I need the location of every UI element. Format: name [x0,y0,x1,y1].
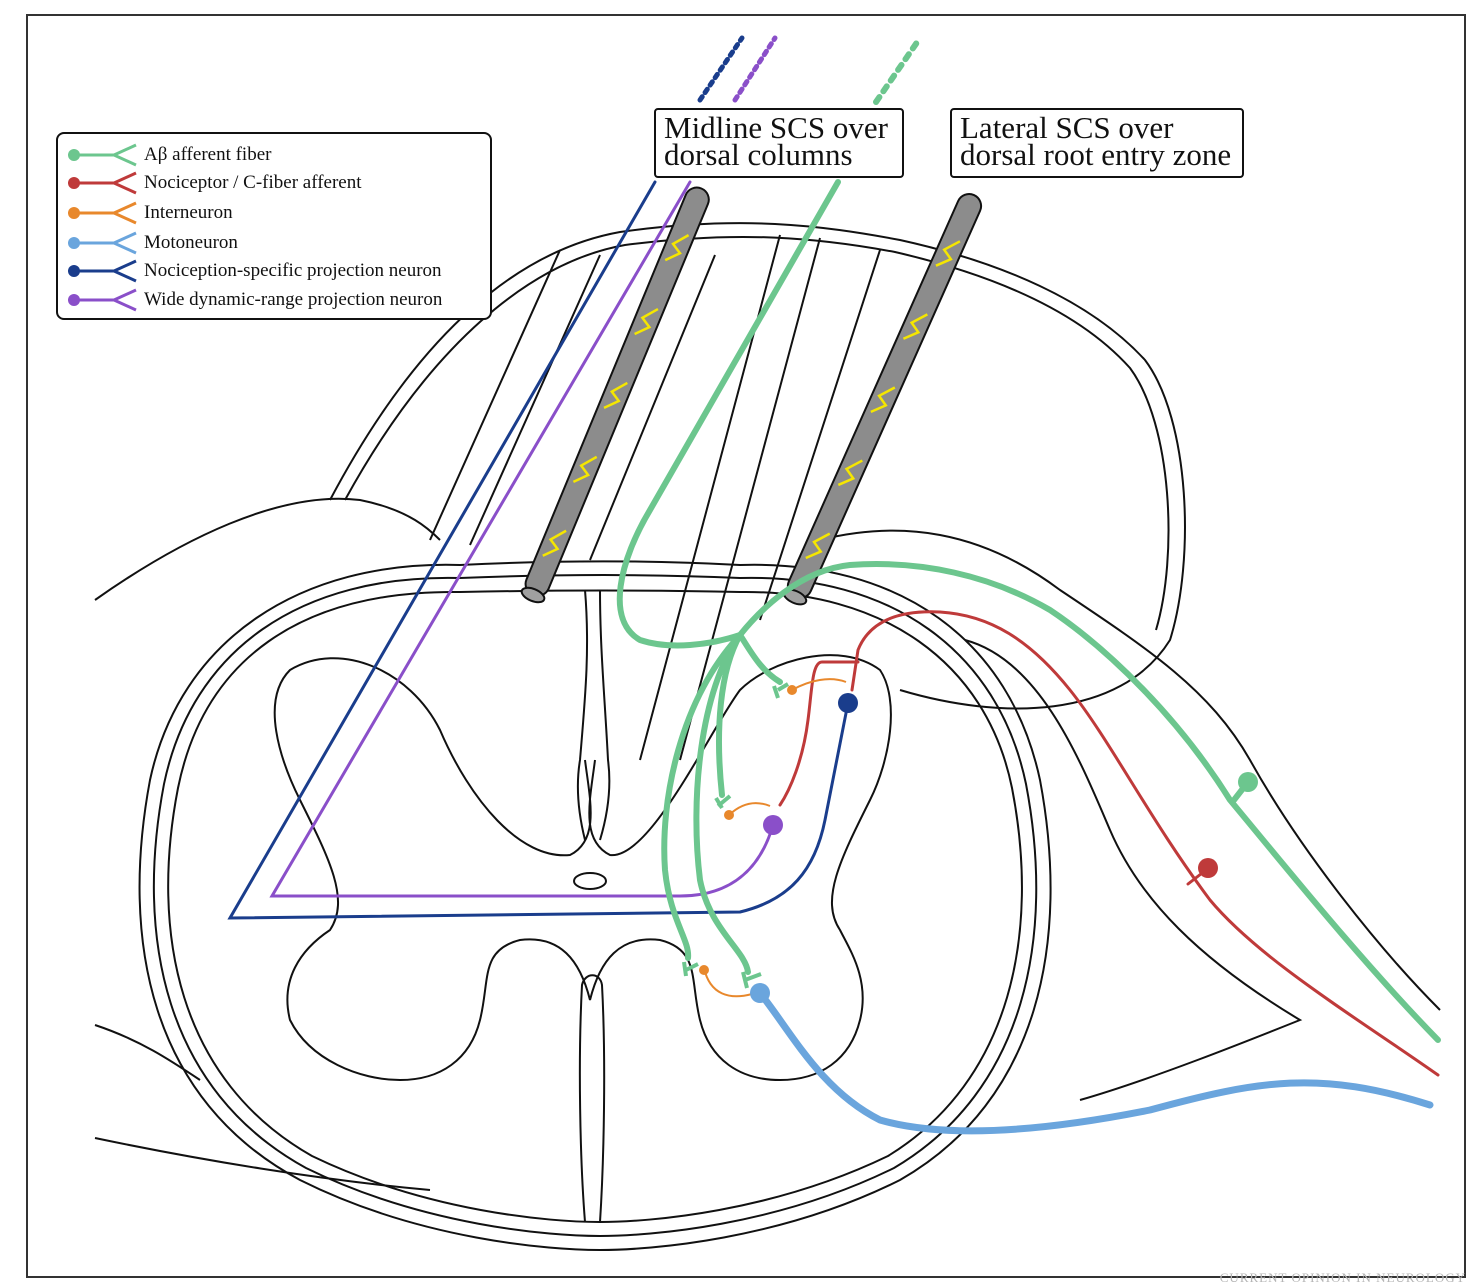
wdr-tract-dotted [732,35,778,103]
tissue-outlines [94,222,1441,1191]
ab-cell-body [1238,772,1258,792]
motoneuron-swatch-icon [68,231,137,255]
lateral-lead [782,193,983,606]
nociception-projection-swatch-icon [68,259,137,283]
nociceptor-root [850,610,1440,1077]
interneuron-1-axon [791,678,847,691]
legend-label-interneuron: Interneuron [144,202,233,223]
ab-fiber [616,35,1441,1043]
legend-label-wdr-projection: Wide dynamic-range projection neuron [144,289,443,310]
nociception-tract-dotted [697,35,745,103]
ab-fiber-swatch-icon [68,143,137,167]
central-canal [573,872,607,890]
ab-terminal-1 [772,682,790,699]
ab-terminal-2 [714,794,732,810]
motoneuron-axon [756,989,1434,1135]
dorsal-column-inner [344,235,1170,631]
callout-midline-line-1: Midline SCS over [664,110,888,145]
legend: Aβ afferent fiber Nociceptor / C-fiber a… [56,132,492,320]
root-lower-left [94,1024,201,1081]
scs-leads [520,186,983,606]
interneurons [703,678,847,998]
nociceptor-cell-body [1198,858,1218,878]
posterior-septum [576,589,611,841]
grey-matter [273,654,892,1082]
spinal-cord [138,560,1052,1252]
legend-label-nociception-projection: Nociception-specific projection neuron [144,260,442,281]
callout-lateral-line-2: dorsal root entry zone [960,137,1232,172]
legend-item-nociceptor: Nociceptor / C-fiber afferent [58,170,488,196]
motoneuron-cell-body [750,983,770,1003]
column-line-3 [589,254,716,561]
nerve-root-lower [964,639,1303,1101]
column-line-6 [759,249,881,621]
ab-branch-1 [737,632,783,685]
nociception-projection-tract [227,180,850,920]
ab-terminal-3 [682,961,699,977]
legend-label-motoneuron: Motoneuron [144,232,238,253]
legend-item-motoneuron: Motoneuron [58,230,488,256]
ab-fiber-ascending [616,179,841,649]
root-bottom-left [94,1137,431,1191]
nerve-root-upper [819,529,1441,1011]
midline-lead [520,186,710,604]
interneuron-2 [724,810,734,820]
ab-fiber-root [737,561,1441,1043]
wdr-projection-tract [269,180,775,898]
anterior-fissure [578,974,606,1223]
interneuron-3 [699,965,709,975]
column-line-2 [469,254,601,546]
nociceptor-fiber [778,610,1440,1077]
column-line-1 [429,249,561,541]
nociceptor-swatch-icon [68,171,137,195]
cord-inner [167,589,1023,1224]
cord-outer-2 [152,574,1038,1238]
interneuron-2-axon [728,802,771,816]
column-line-5 [679,237,821,761]
legend-item-interneuron: Interneuron [58,200,488,226]
legend-item-nociception-projection: Nociception-specific projection neuron [58,258,488,284]
wdr-projection-neuron [763,815,783,835]
ab-branch-3 [693,632,751,975]
legend-item-ab-fiber: Aβ afferent fiber [58,142,488,168]
interneuron-1 [787,685,797,695]
interneuron-swatch-icon [68,201,137,225]
nociceptor-branch [778,660,860,807]
dorsal-column-outer [329,222,1186,710]
root-upper [94,497,441,601]
callout-lateral-scs: Lateral SCS over dorsal root entry zone [950,108,1244,178]
legend-label-nociceptor: Nociceptor / C-fiber afferent [144,172,362,193]
projection-tracts [227,35,850,920]
nociception-projection-neuron [838,693,858,713]
legend-label-ab-fiber: Aβ afferent fiber [144,144,272,165]
callout-lateral-line-1: Lateral SCS over [960,110,1174,145]
ab-fiber-dotted [873,35,923,105]
callout-midline-scs: Midline SCS over dorsal columns [654,108,904,178]
callout-midline-line-2: dorsal columns [664,137,853,172]
interneuron-3-axon [703,967,753,998]
journal-credit: CURRENT OPINION IN NEUROLOGY [1219,1270,1466,1285]
ab-terminals [682,682,790,989]
ab-branch-4 [661,632,743,961]
cord-outer [138,560,1052,1252]
legend-item-wdr-projection: Wide dynamic-range projection neuron [58,287,488,313]
ab-terminal-4 [741,971,762,989]
wdr-projection-swatch-icon [68,288,137,312]
